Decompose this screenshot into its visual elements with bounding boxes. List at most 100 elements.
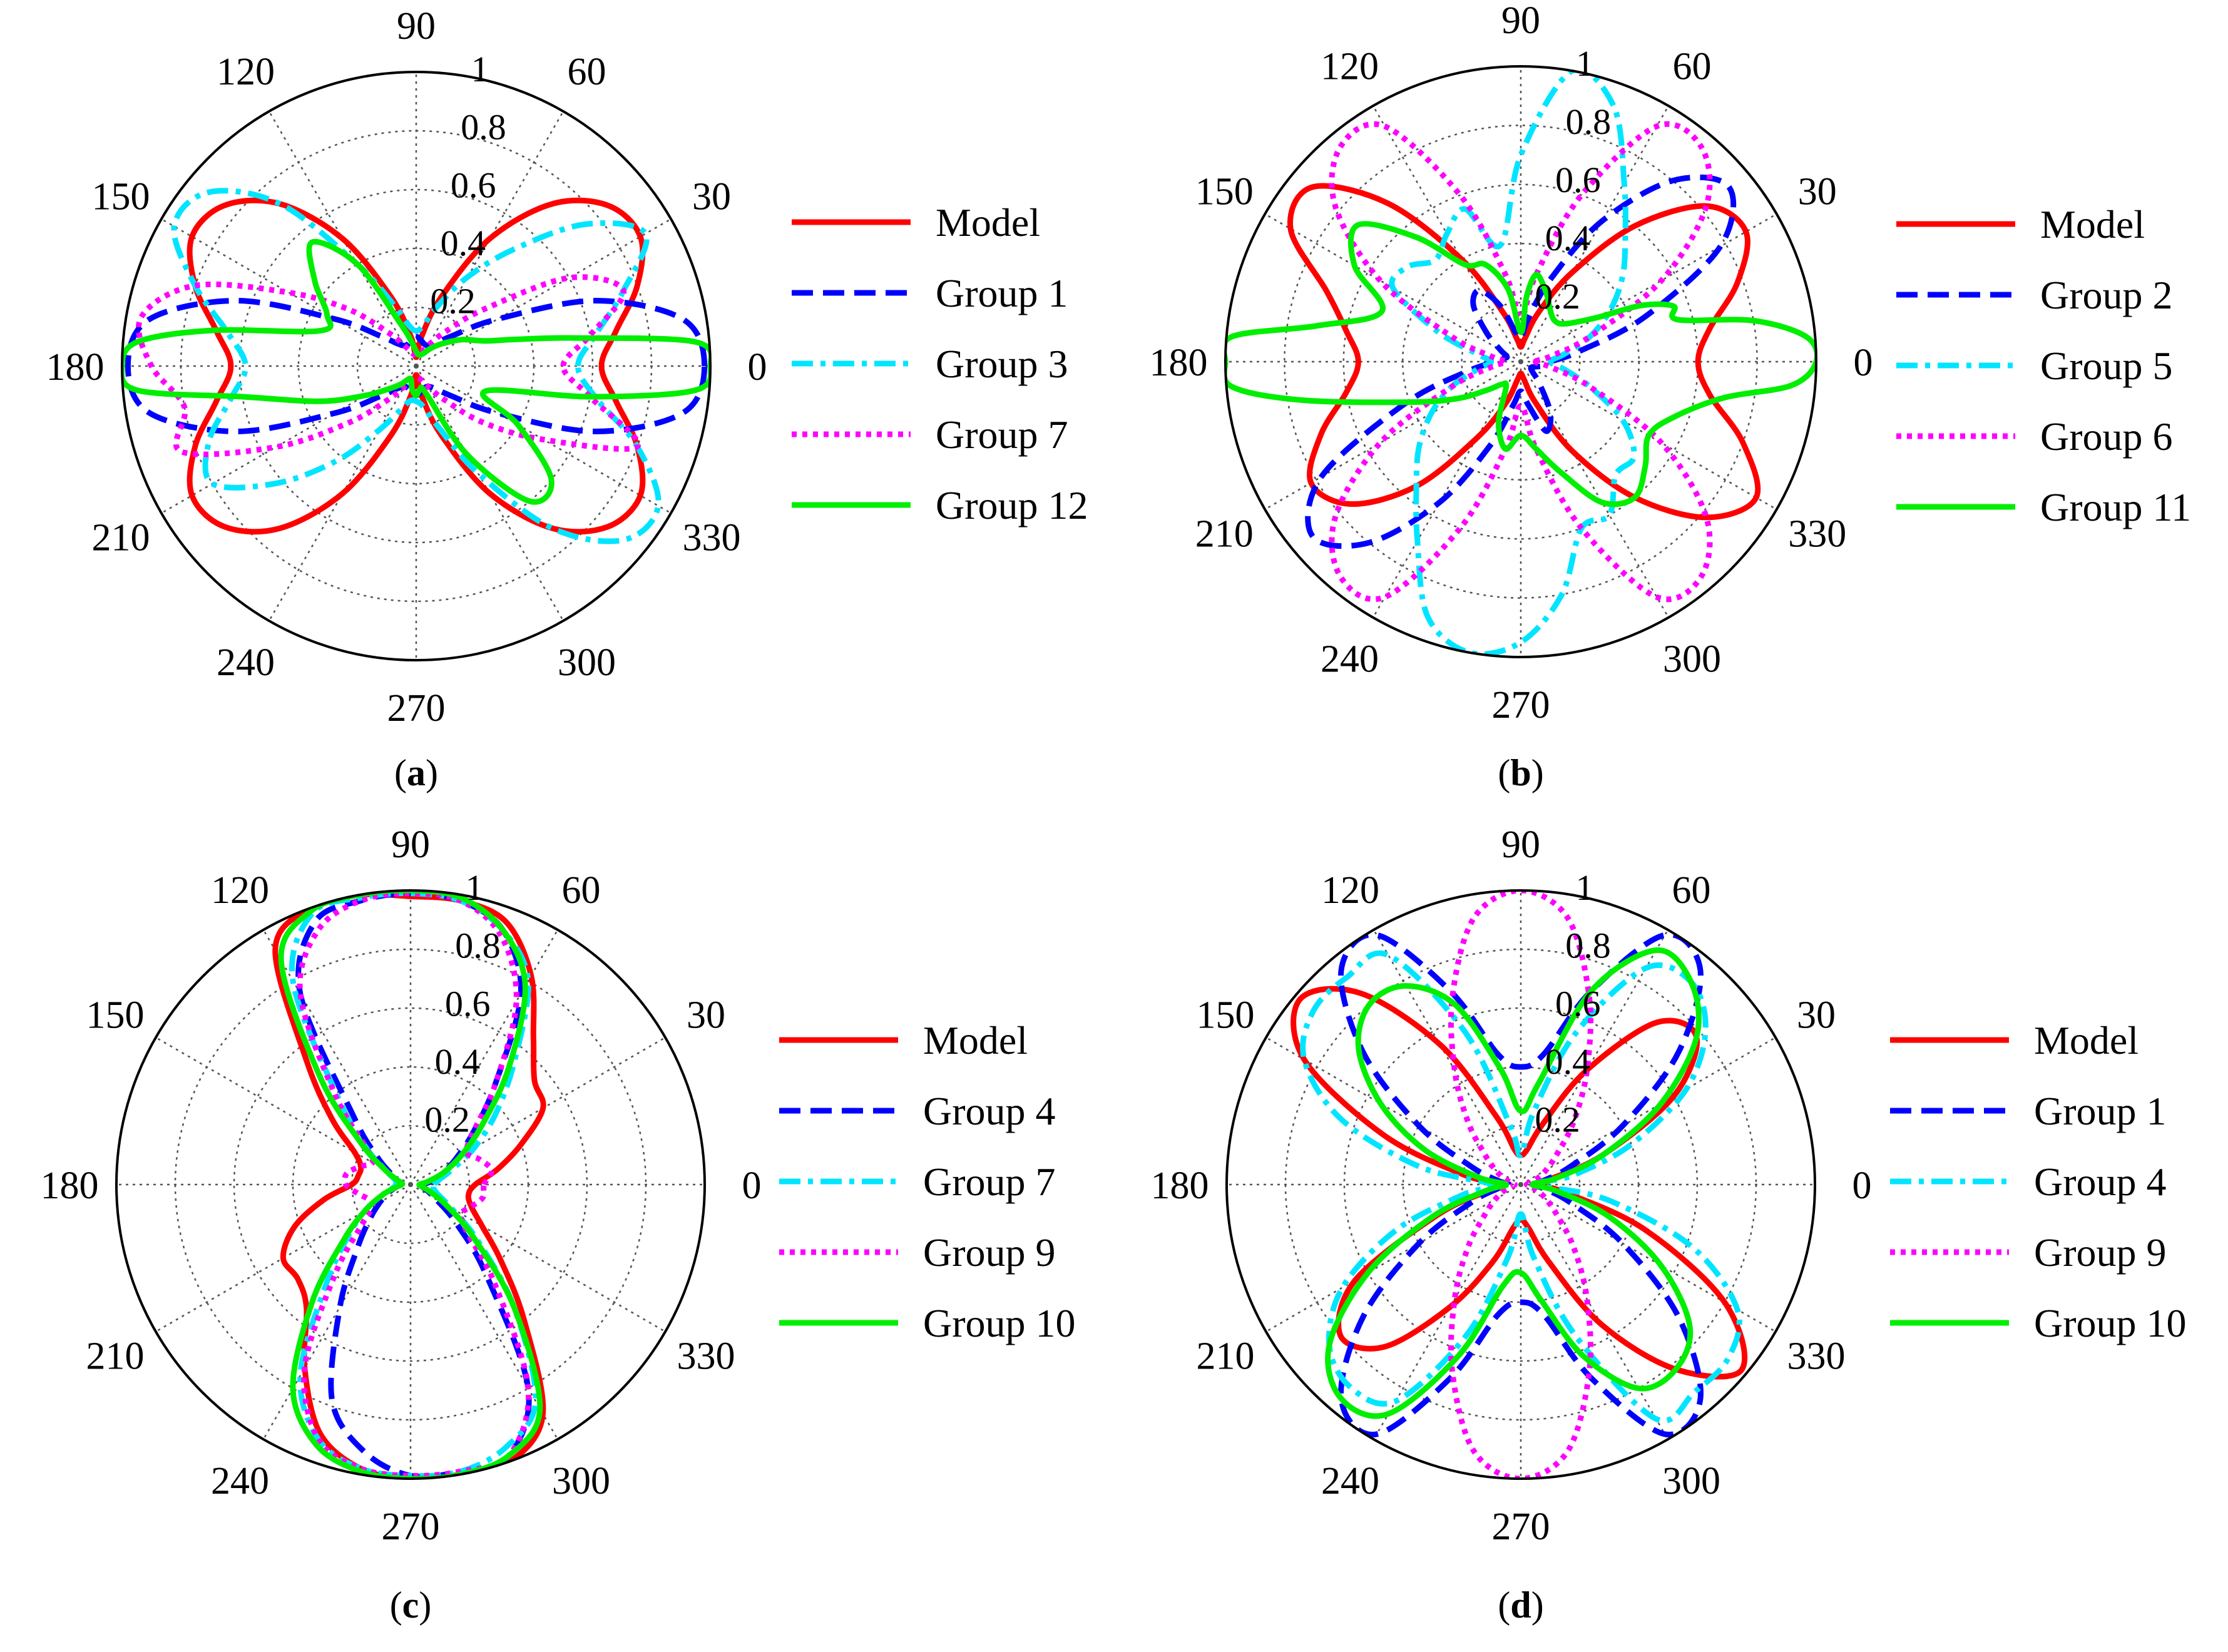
theta-tick-label: 90 (397, 5, 436, 48)
theta-tick-label: 330 (1788, 513, 1846, 556)
theta-tick-label: 300 (558, 641, 616, 684)
theta-tick-label: 210 (1195, 513, 1254, 556)
legend-label: Model (936, 200, 1040, 245)
grid-spoke (1264, 213, 1521, 363)
legend-label: Group 10 (2034, 1301, 2187, 1345)
series-line-group-11 (1225, 221, 1816, 507)
legend-label: Group 9 (923, 1230, 1056, 1275)
theta-tick-label: 240 (1321, 1460, 1379, 1502)
theta-tick-label: 210 (92, 517, 150, 559)
legend-label: Model (2040, 202, 2145, 247)
grid-spoke (1265, 1036, 1521, 1186)
series-line-group-7 (135, 274, 641, 457)
theta-tick-label: 240 (217, 641, 275, 684)
theta-tick-label: 90 (1501, 823, 1540, 866)
theta-tick-label: 150 (1195, 171, 1254, 213)
theta-tick-label: 60 (562, 869, 601, 912)
legend-label: Group 9 (2034, 1230, 2167, 1275)
grid-spoke (262, 1184, 412, 1440)
theta-tick-label: 150 (86, 994, 145, 1037)
r-tick-label: 1 (1576, 867, 1594, 908)
legend-label: Group 4 (2034, 1160, 2167, 1204)
theta-tick-label: 150 (92, 176, 150, 218)
series-line-model (1287, 183, 1761, 521)
series-line-group-4 (1300, 950, 1742, 1424)
theta-tick-label: 60 (568, 51, 606, 93)
polar-outline (121, 71, 712, 661)
theta-tick-label: 120 (1321, 869, 1379, 912)
r-tick-label: 0.8 (461, 107, 506, 148)
series-line-group-10 (278, 890, 543, 1479)
r-tick-label: 0.6 (445, 983, 491, 1024)
legend-label: Group 10 (923, 1301, 1076, 1345)
theta-tick-label: 270 (1492, 684, 1550, 727)
theta-tick-label: 180 (1150, 342, 1208, 384)
legend-label: Group 6 (2040, 414, 2173, 459)
theta-tick-label: 30 (692, 176, 731, 218)
r-tick-label: 0.4 (435, 1041, 481, 1082)
grid-ring (356, 306, 476, 426)
grid-spoke (1520, 1184, 1669, 1440)
theta-tick-label: 120 (211, 869, 269, 912)
grid-spoke (1372, 1184, 1522, 1440)
theta-tick-label: 270 (387, 687, 446, 730)
theta-tick-label: 300 (1662, 1460, 1720, 1502)
grid-spoke (1372, 105, 1522, 362)
r-tick-label: 0.6 (1555, 160, 1601, 200)
theta-tick-label: 0 (742, 1165, 762, 1207)
grid-spoke (1520, 929, 1669, 1185)
panel-label: (b) (1498, 752, 1543, 793)
series-line-group-9 (1448, 890, 1594, 1479)
r-tick-label: 0.6 (1555, 983, 1601, 1024)
r-tick-label: 0.4 (1545, 218, 1591, 258)
legend-label: Group 12 (936, 483, 1088, 528)
legend-label: Group 1 (2034, 1089, 2167, 1133)
legend-label: Group 1 (936, 271, 1068, 315)
legend-label: Group 2 (2040, 273, 2173, 317)
grid-spoke (1520, 361, 1670, 618)
theta-tick-label: 120 (217, 51, 275, 93)
series-line-model (187, 197, 646, 535)
theta-tick-label: 30 (1798, 171, 1837, 213)
theta-tick-label: 180 (46, 346, 105, 389)
theta-tick-label: 0 (1852, 1165, 1872, 1207)
r-tick-label: 0.8 (1565, 925, 1611, 966)
grid-spoke (1520, 360, 1777, 511)
legend-label: Group 11 (2040, 485, 2191, 529)
legend-label: Group 3 (936, 342, 1068, 386)
polar-outline (1224, 65, 1817, 658)
r-tick-label: 1 (471, 49, 489, 89)
grid-spoke (161, 365, 417, 514)
theta-tick-label: 210 (1197, 1335, 1255, 1378)
grid-spoke (262, 929, 412, 1185)
theta-tick-label: 240 (1321, 638, 1379, 681)
theta-tick-label: 150 (1197, 994, 1255, 1037)
theta-tick-label: 180 (1151, 1165, 1209, 1207)
grid-ring (350, 1124, 471, 1245)
grid-spoke (1265, 1183, 1521, 1333)
grid-ring (1461, 1124, 1581, 1245)
theta-tick-label: 90 (391, 823, 430, 866)
panel-label: (a) (394, 752, 438, 793)
grid-ring (1461, 302, 1581, 422)
theta-tick-label: 30 (687, 994, 725, 1037)
theta-tick-label: 210 (86, 1335, 145, 1378)
grid-spoke (409, 929, 559, 1185)
theta-tick-label: 270 (382, 1506, 440, 1548)
theta-tick-label: 0 (748, 346, 767, 389)
series-line-group-9 (297, 890, 532, 1479)
theta-tick-label: 180 (41, 1165, 99, 1207)
theta-tick-label: 0 (1854, 342, 1873, 384)
legend-label: Group 7 (936, 412, 1068, 457)
series-line-group-12 (122, 238, 710, 505)
r-tick-label: 0.2 (1535, 276, 1580, 317)
theta-tick-label: 300 (1663, 638, 1721, 681)
panel-label: (c) (390, 1584, 432, 1626)
r-tick-label: 1 (466, 867, 484, 908)
polar-panel-a: 0.20.40.60.81030609012015018021024027030… (46, 5, 1088, 793)
r-tick-label: 0.8 (455, 925, 501, 966)
legend-label: Group 5 (2040, 344, 2173, 388)
